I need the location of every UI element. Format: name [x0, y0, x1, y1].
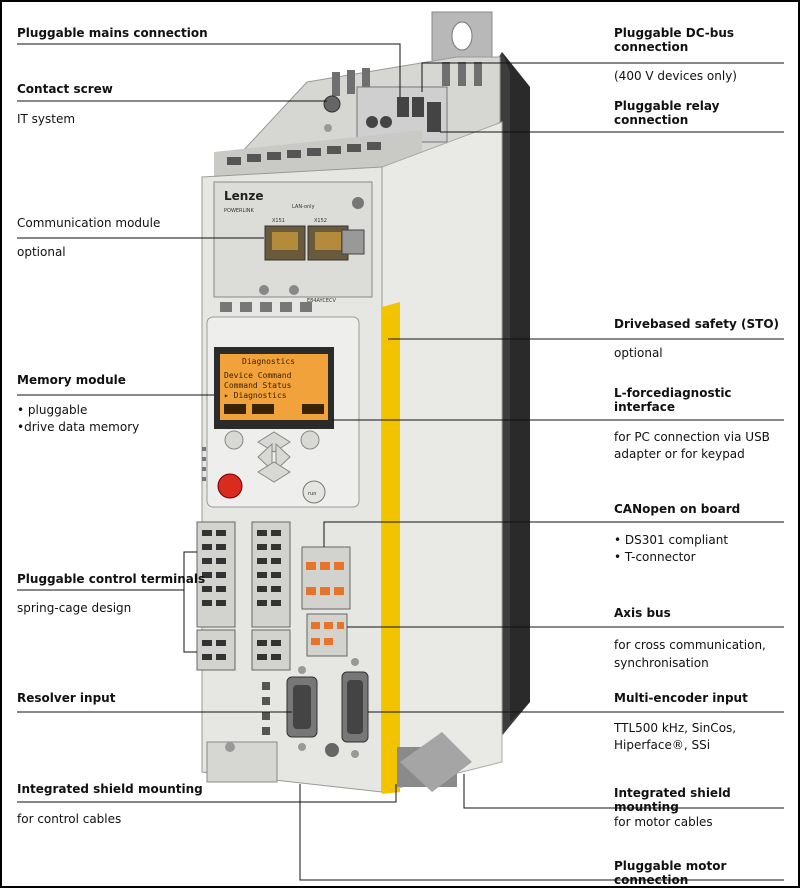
- lan-label: LAN-only: [292, 204, 315, 210]
- callout-sto-note: optional: [614, 346, 663, 360]
- callout-contact-screw-note: IT system: [17, 112, 76, 126]
- callout-sto: Drivebased safety (STO): [614, 317, 780, 331]
- callout-axis-bus: Axis bus: [614, 606, 671, 620]
- callout-memory-module-note: • pluggable •drive data memory: [17, 403, 140, 434]
- callout-shield-control: Integrated shield mounting: [17, 782, 203, 796]
- fieldbus-label: POWERLINK: [224, 208, 255, 214]
- callout-canopen-note: • DS301 compliant • T-connector: [614, 533, 729, 564]
- svg-text:X151: X151: [272, 218, 285, 224]
- svg-text:Command Status: Command Status: [224, 381, 292, 390]
- callout-comm-module: Communication module: [17, 216, 161, 230]
- callout-relay: Pluggable relay connection: [614, 99, 720, 127]
- svg-text:Device Command: Device Command: [224, 371, 292, 380]
- svg-text:▸ Diagnostics: ▸ Diagnostics: [224, 391, 287, 400]
- svg-text:E84AYCECV: E84AYCECV: [307, 298, 336, 304]
- svg-text:Diagnostics: Diagnostics: [242, 357, 295, 366]
- callout-axis-bus-note: for cross communication, synchronisation: [614, 638, 766, 670]
- sto-strip: [382, 302, 400, 794]
- nav-cross: [257, 431, 291, 483]
- svg-text:run: run: [308, 491, 316, 497]
- callout-encoder: Multi-encoder input: [614, 691, 748, 705]
- callout-shield-motor-note: for motor cables: [614, 815, 713, 829]
- svg-text:X152: X152: [314, 218, 327, 224]
- brand-label: Lenze: [224, 189, 263, 203]
- callout-dc-bus: Pluggable DC-bus connection: [614, 26, 735, 54]
- callout-shield-motor: Integrated shield mounting: [614, 786, 731, 814]
- shield-mount-control: [206, 741, 278, 783]
- callout-canopen: CANopen on board: [614, 502, 741, 516]
- callout-shield-control-note: for control cables: [17, 812, 122, 826]
- callout-memory-module: Memory module: [17, 373, 126, 387]
- ethernet-ports: [264, 225, 349, 261]
- callout-dc-bus-note: (400 V devices only): [614, 69, 737, 83]
- callout-contact-screw: Contact screw: [17, 82, 113, 96]
- callout-control-terminals: Pluggable control terminals: [17, 572, 206, 586]
- callout-comm-module-note: optional: [17, 245, 66, 259]
- canopen-connector: [301, 546, 351, 610]
- callout-motor: Pluggable motor connection: [614, 859, 727, 886]
- callout-resolver: Resolver input: [17, 691, 116, 705]
- stop-button: [217, 473, 243, 499]
- callout-mains: Pluggable mains connection: [17, 26, 208, 40]
- callout-diag-note: for PC connection via USB adapter or for…: [614, 430, 770, 461]
- callout-diag: L-forcediagnostic interface: [614, 386, 732, 414]
- run-button: [302, 480, 326, 504]
- callout-encoder-note: TTL500 kHz, SinCos, Hiperface®, SSi: [614, 721, 737, 752]
- contact-screw: [323, 95, 341, 113]
- callout-control-terminals-note: spring-cage design: [17, 601, 132, 615]
- axis-bus-connector: [306, 613, 348, 657]
- leader-lines: [17, 43, 784, 881]
